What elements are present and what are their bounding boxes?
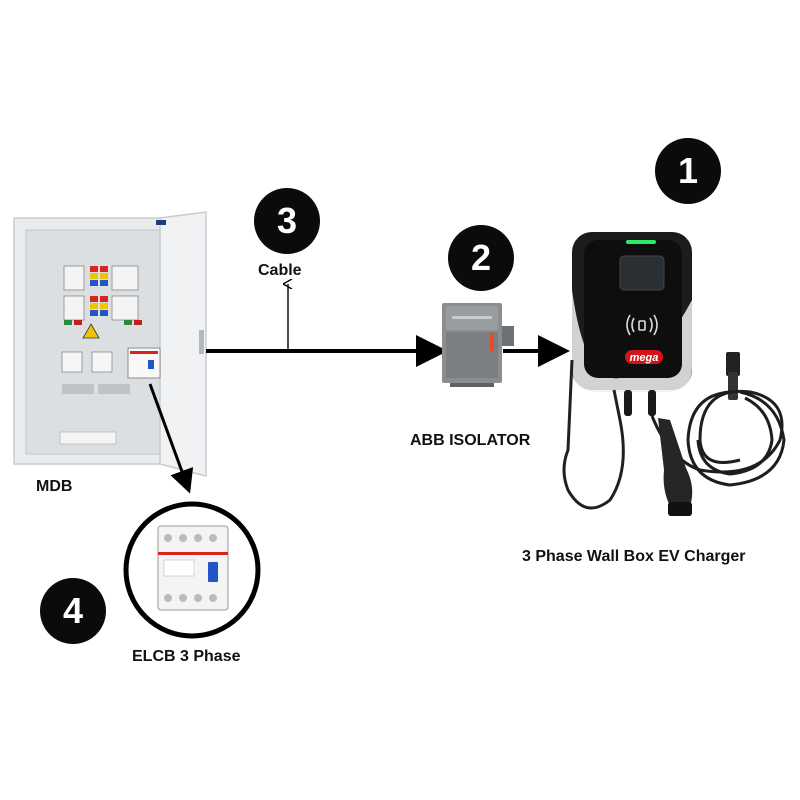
abb-isolator: [442, 303, 514, 387]
mdb-elcb-small: [127, 347, 161, 379]
mdb-label: MDB: [36, 478, 73, 495]
mdb-to-elcb-line: [148, 383, 194, 494]
elcb-label: ELCB 3 Phase: [132, 648, 241, 665]
charger-screen: [619, 255, 665, 291]
mdb-breaker-row-1: [63, 265, 139, 291]
cable-label: Cable: [258, 262, 302, 279]
mdb-panel: [13, 211, 207, 477]
charger-coiled-cable: [650, 389, 786, 487]
mdb-breaker-row-2: [63, 295, 142, 325]
ev-charger: mega: [562, 232, 692, 510]
charger-brand-badge: [625, 350, 663, 364]
charger-label: 3 Phase Wall Box EV Charger: [522, 548, 746, 565]
badge-isolator: 2: [448, 225, 514, 291]
charger-led: [626, 240, 656, 244]
badge-charger: 1: [655, 138, 721, 204]
charger-brand-text: mega: [630, 352, 659, 364]
isolator-label: ABB ISOLATOR: [410, 432, 531, 449]
ev-plug: [658, 418, 693, 516]
badge-cable: 3: [254, 188, 320, 254]
rfid-icon: [626, 314, 658, 336]
elcb-callout: [123, 501, 261, 639]
badge-elcb: 4: [40, 578, 106, 644]
cable-line: [206, 284, 448, 367]
